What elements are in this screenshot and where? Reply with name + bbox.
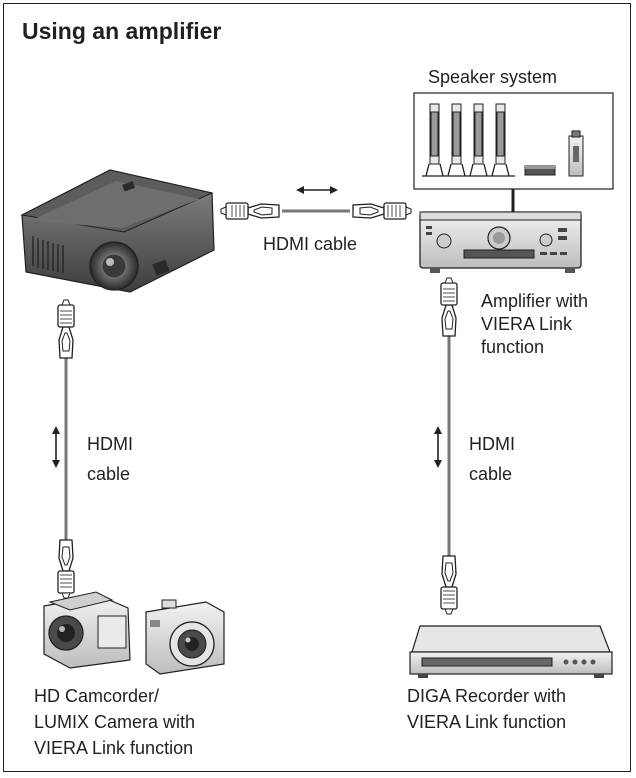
amplifier-label-line-3: function <box>481 337 545 357</box>
double-arrow-right <box>434 426 442 468</box>
diagram-title: Using an amplifier <box>22 18 222 44</box>
amplifier-label-line-1: Amplifier with <box>481 291 589 311</box>
amplifier-label-line-2: VIERA Link <box>481 314 573 334</box>
amplifier-label: Amplifier with VIERA Link function <box>481 290 588 359</box>
speaker-system-label: Speaker system <box>428 67 558 87</box>
diagram-frame <box>3 3 631 772</box>
left-hdmi-cable-label-line-1: HDMI <box>87 434 133 454</box>
top-hdmi-cable-label: HDMI cable <box>263 234 358 254</box>
double-arrow-left <box>52 426 60 468</box>
projector-image <box>20 169 215 293</box>
right-hdmi-cable-label-line-2: cable <box>469 464 513 484</box>
amplifier-image <box>419 211 582 273</box>
recorder-label: DIGA Recorder with VIERA Link function <box>407 683 566 735</box>
recorder-image <box>409 625 613 678</box>
camera-label: HD Camcorder/ LUMIX Camera with VIERA Li… <box>34 683 195 761</box>
recorder-label-line-1: DIGA Recorder with <box>407 686 567 706</box>
double-arrow-top <box>296 186 338 194</box>
recorder-label-line-2: VIERA Link function <box>407 712 567 732</box>
left-hdmi-cable-label-line-2: cable <box>87 464 131 484</box>
camcorder-camera-image <box>43 591 225 675</box>
camera-label-line-3: VIERA Link function <box>34 738 194 758</box>
left-hdmi-cable <box>57 299 75 599</box>
right-hdmi-cable <box>440 277 458 615</box>
left-hdmi-cable-label: HDMI cable <box>87 429 133 489</box>
top-hdmi-cable <box>220 202 412 220</box>
speaker-system <box>413 92 614 190</box>
right-hdmi-cable-label: HDMI cable <box>469 429 515 489</box>
right-hdmi-cable-label-line-1: HDMI <box>469 434 515 454</box>
camera-label-line-1: HD Camcorder/ <box>34 686 160 706</box>
camera-label-line-2: LUMIX Camera with <box>34 712 196 732</box>
